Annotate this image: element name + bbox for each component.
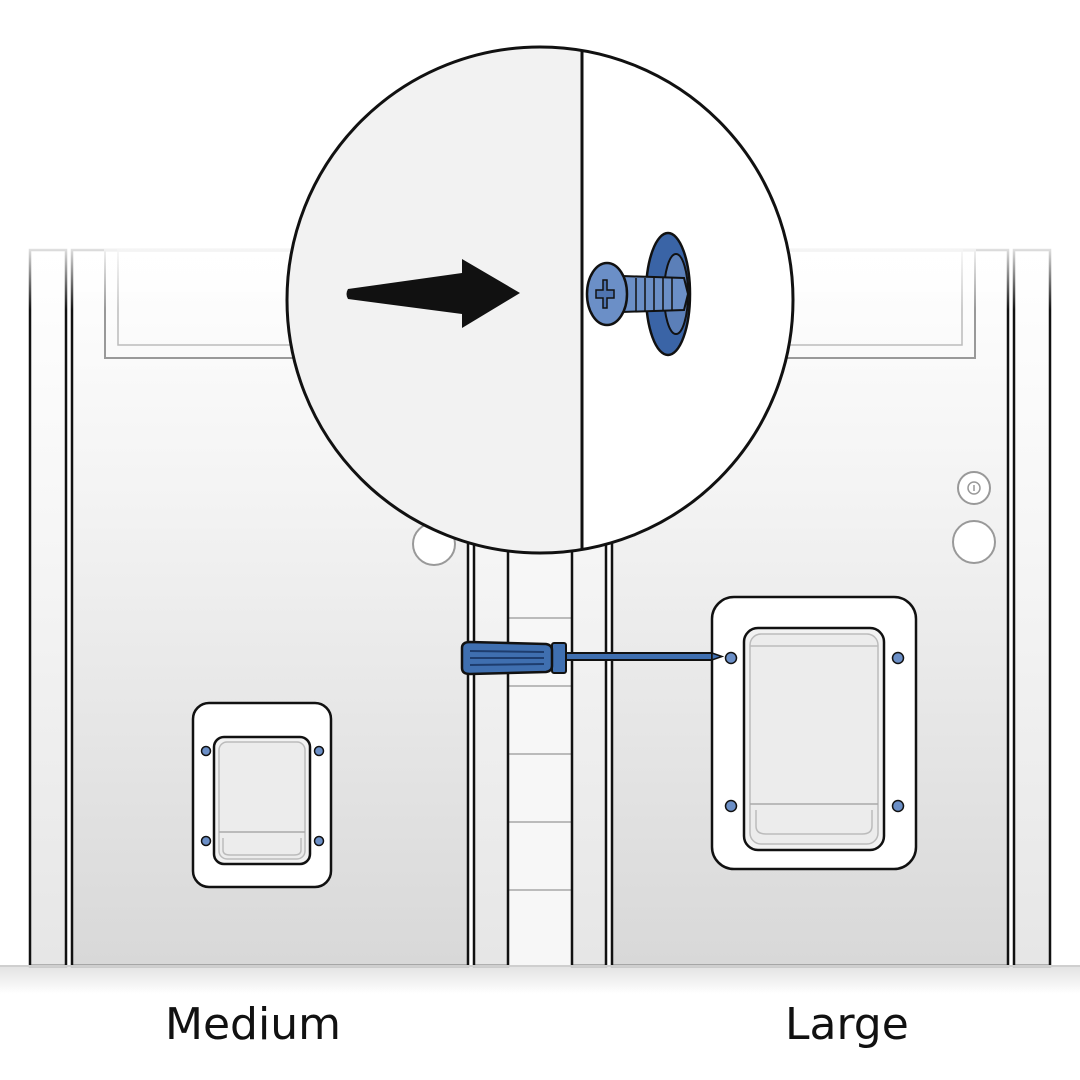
screw-icon bbox=[585, 231, 692, 357]
pet-flap-large bbox=[710, 595, 918, 871]
right-arrow-icon bbox=[346, 259, 520, 328]
size-label-large: Large bbox=[785, 999, 909, 1050]
floor bbox=[0, 965, 1080, 994]
size-label-medium: Medium bbox=[165, 999, 341, 1050]
door-knob bbox=[952, 520, 996, 564]
pet-flap-medium bbox=[191, 701, 333, 889]
screwdriver-icon bbox=[460, 640, 725, 676]
